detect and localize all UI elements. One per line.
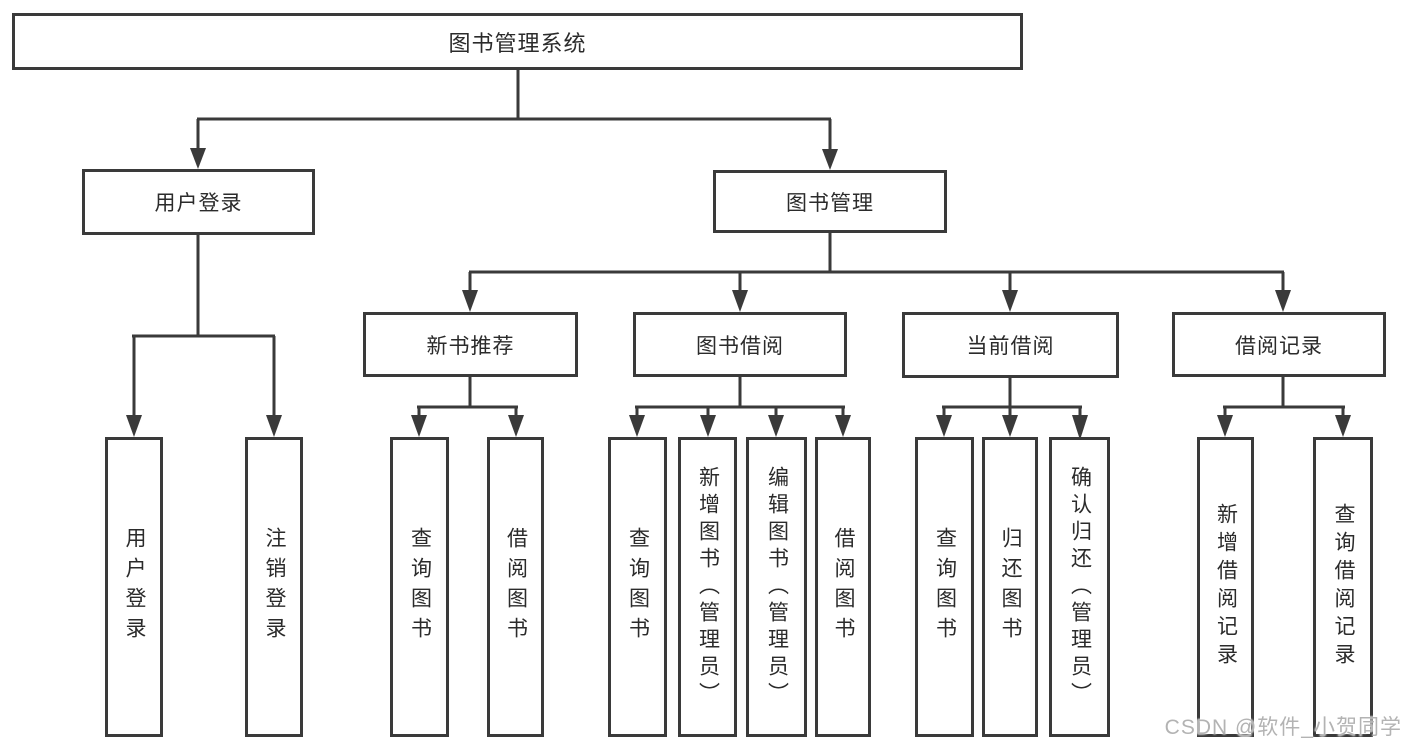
node-borrow-records: 借阅记录 <box>1172 312 1386 377</box>
leaf-query-books-current: 查询图书 <box>915 437 974 737</box>
node-library-management-system: 图书管理系统 <box>12 13 1023 70</box>
leaf-user-login: 用户登录 <box>105 437 163 737</box>
leaf-borrow-books-recommend: 借阅图书 <box>487 437 544 737</box>
leaf-query-books-borrow: 查询图书 <box>608 437 667 737</box>
leaf-logout: 注销登录 <box>245 437 303 737</box>
leaf-borrow-books: 借阅图书 <box>815 437 871 737</box>
node-new-book-recommend: 新书推荐 <box>363 312 578 377</box>
leaf-add-borrow-record: 新增借阅记录 <box>1197 437 1254 737</box>
node-book-borrow: 图书借阅 <box>633 312 847 377</box>
leaf-confirm-return-admin: 确认归还（管理员） <box>1049 437 1110 737</box>
leaf-edit-book-admin: 编辑图书（管理员） <box>746 437 807 737</box>
node-book-management: 图书管理 <box>713 170 947 233</box>
leaf-return-books: 归还图书 <box>982 437 1038 737</box>
leaf-add-book-admin: 新增图书（管理员） <box>678 437 737 737</box>
node-user-login: 用户登录 <box>82 169 315 235</box>
node-current-borrow: 当前借阅 <box>902 312 1119 378</box>
leaf-query-books-recommend: 查询图书 <box>390 437 449 737</box>
leaf-query-borrow-record: 查询借阅记录 <box>1313 437 1373 737</box>
